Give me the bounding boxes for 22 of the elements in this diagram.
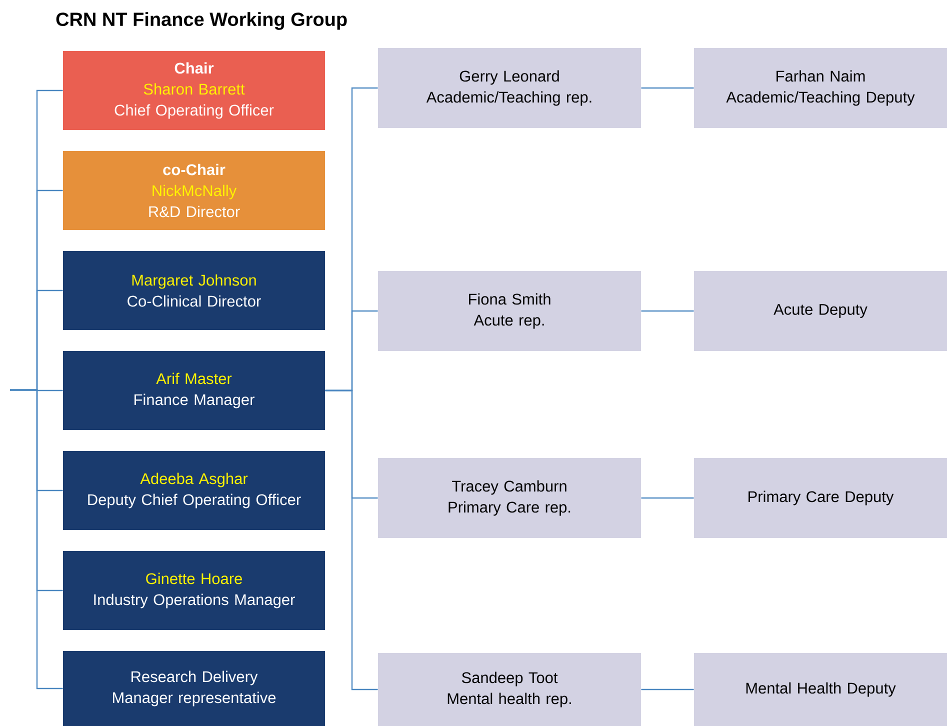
representative-box: Mental Health Deputy xyxy=(694,653,947,726)
member-box: Research Delivery Manager representative xyxy=(63,651,325,726)
connector-line xyxy=(641,497,694,499)
title: CRN NT Finance Working Group xyxy=(56,12,347,30)
representative-box: Sandeep Toot Mental health rep. xyxy=(378,653,641,726)
member-box: co-Chair NickMcNally R&D Director xyxy=(63,151,325,230)
connector-line xyxy=(641,87,694,89)
member-box: Ginette Hoare Industry Operations Manager xyxy=(63,551,325,630)
representative-box: Fiona Smith Acute rep. xyxy=(378,271,641,351)
representative-box: Farhan Naim Academic/Teaching Deputy xyxy=(694,48,947,128)
connector-line xyxy=(10,389,63,690)
member-box: Margaret Johnson Co-Clinical Director xyxy=(63,251,325,330)
connector-line xyxy=(641,688,694,690)
representative-box: Gerry Leonard Academic/Teaching rep. xyxy=(378,48,641,128)
representative-box: Primary Care Deputy xyxy=(694,458,947,538)
member-box: Chair Sharon Barrett Chief Operating Officer xyxy=(63,51,325,130)
member-box: Adeeba Asghar Deputy Chief Operating Officer xyxy=(63,451,325,530)
connector-line xyxy=(325,390,378,690)
connector-line xyxy=(641,310,694,312)
representative-box: Acute Deputy xyxy=(694,271,947,351)
representative-box: Tracey Camburn Primary Care rep. xyxy=(378,458,641,538)
member-box: Arif Master Finance Manager xyxy=(63,351,325,430)
